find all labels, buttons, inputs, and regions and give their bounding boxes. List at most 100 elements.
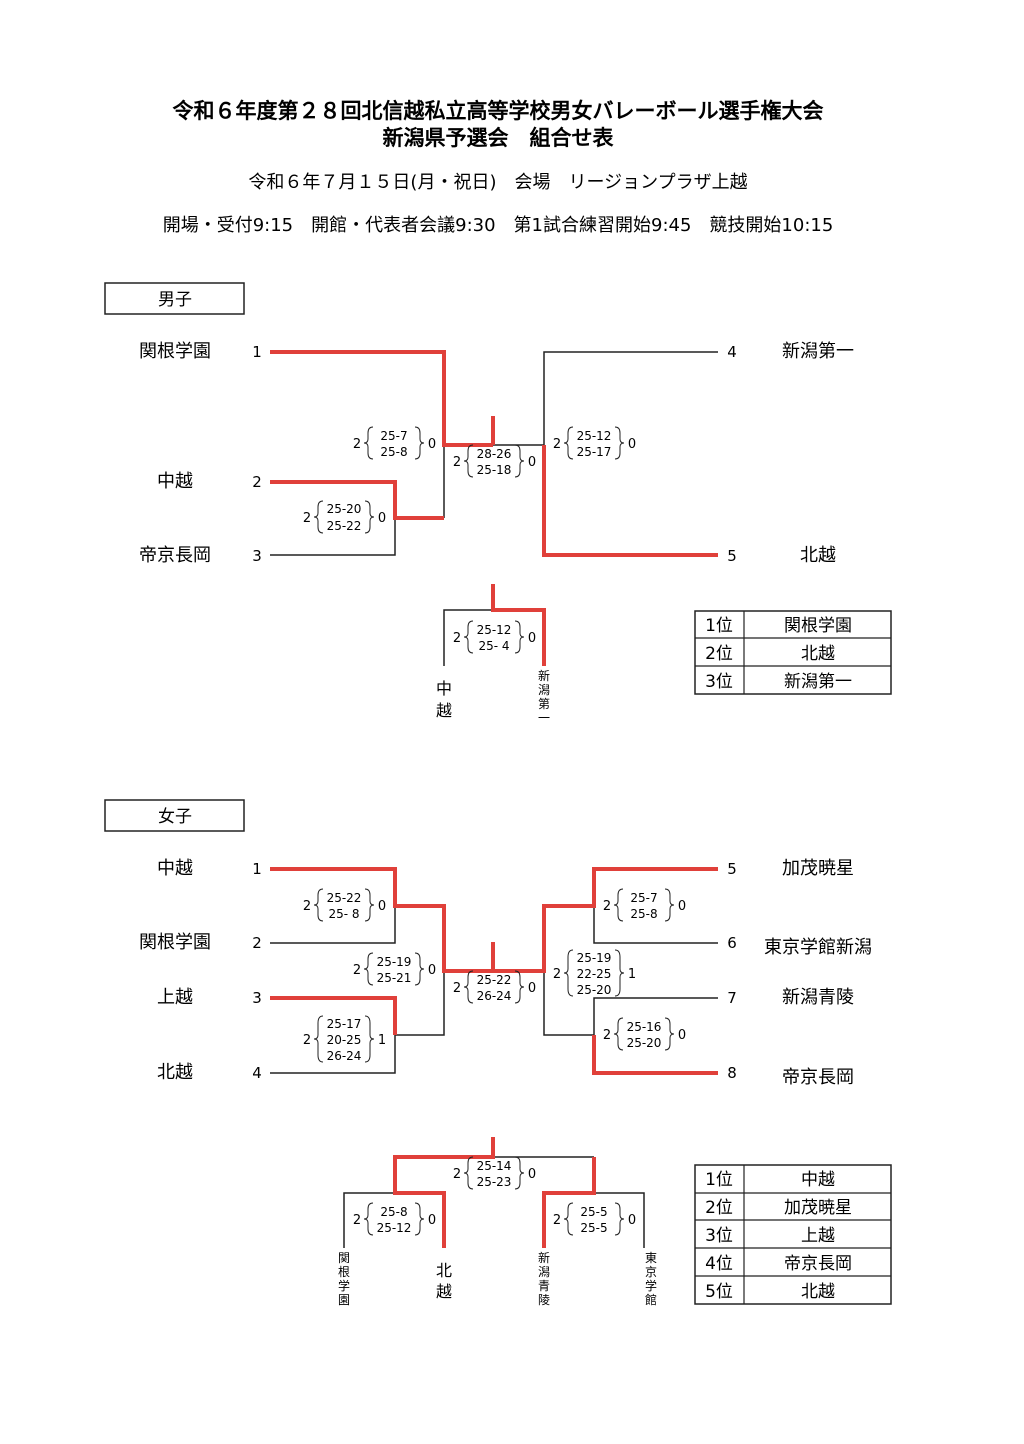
team-name: 関根学園 xyxy=(139,932,211,953)
men-bracket-lines xyxy=(270,351,718,556)
rank-cell: 5位 xyxy=(705,1282,733,1302)
svg-text:25-23: 25-23 xyxy=(477,1175,512,1189)
team-name: 中越 xyxy=(157,471,193,492)
page-title-line1: 令和６年度第２８回北信越私立高等学校男女バレーボール選手権大会 xyxy=(173,99,824,123)
svg-text:2: 2 xyxy=(303,899,311,914)
page-title-line2: 新潟県予選会 組合せ表 xyxy=(383,126,615,150)
svg-text:26-24: 26-24 xyxy=(477,989,512,1003)
men-third-place: 2 25-12 25- 4 0 中越 新潟第一 xyxy=(436,584,550,725)
vertical-team-name: 中越 xyxy=(436,679,452,720)
svg-text:25-16: 25-16 xyxy=(627,1020,662,1034)
team-number: 1 xyxy=(252,343,262,361)
score-block: 2 25-17 20-25 26-24 1 xyxy=(303,1015,386,1063)
svg-text:25-8: 25-8 xyxy=(380,1205,407,1219)
svg-text:1: 1 xyxy=(378,1033,386,1048)
score-block: 2 25-12 25-17 0 xyxy=(553,426,636,460)
team-number: 2 xyxy=(252,934,262,952)
team-name: 帝京長岡 xyxy=(782,1067,854,1088)
score-block: 2 25-7 25-8 0 xyxy=(353,426,436,460)
team-cell: 新潟第一 xyxy=(784,672,852,692)
svg-text:2: 2 xyxy=(353,437,361,452)
team-cell: 加茂暁星 xyxy=(784,1198,852,1218)
team-cell: 上越 xyxy=(801,1226,835,1246)
rank-cell: 3位 xyxy=(705,672,733,692)
team-name: 北越 xyxy=(157,1062,193,1083)
svg-text:0: 0 xyxy=(378,511,386,526)
women-placement-bracket: 2 25-14 25-23 0 2 25-8 25-12 0 2 25-5 25… xyxy=(338,1137,657,1307)
schedule: 開場・受付9:15 開館・代表者会議9:30 第1試合練習開始9:45 競技開始… xyxy=(163,215,834,236)
score-block: 2 25-19 25-21 0 xyxy=(353,952,436,986)
team-name: 新潟青陵 xyxy=(782,987,854,1008)
svg-text:2: 2 xyxy=(353,963,361,978)
svg-text:2: 2 xyxy=(453,1167,461,1182)
team-number: 5 xyxy=(727,547,737,565)
svg-text:0: 0 xyxy=(528,981,536,996)
score-block: 2 25-20 25-22 0 xyxy=(303,500,386,534)
rank-cell: 1位 xyxy=(705,1170,733,1190)
score-block: 2 25-14 25-23 0 xyxy=(453,1156,536,1190)
svg-text:25-5: 25-5 xyxy=(580,1221,607,1235)
svg-text:25-7: 25-7 xyxy=(380,429,407,443)
svg-text:2: 2 xyxy=(453,981,461,996)
team-name: 中越 xyxy=(157,858,193,879)
svg-text:0: 0 xyxy=(378,899,386,914)
vertical-team-name: 新潟青陵 xyxy=(538,1250,550,1307)
score-block: 2 25-5 25-5 0 xyxy=(553,1202,636,1236)
svg-text:25-17: 25-17 xyxy=(327,1017,362,1031)
men-label: 男子 xyxy=(158,290,192,310)
team-number: 3 xyxy=(252,989,262,1007)
svg-text:2: 2 xyxy=(603,899,611,914)
men-label-box xyxy=(104,282,245,315)
rank-cell: 3位 xyxy=(705,1226,733,1246)
svg-text:0: 0 xyxy=(678,899,686,914)
women-standings-table: 1位 中越 2位 加茂暁星 3位 上越 4位 帝京長岡 5位 北越 xyxy=(694,1164,892,1305)
svg-text:25- 8: 25- 8 xyxy=(328,907,359,921)
team-number: 3 xyxy=(252,547,262,565)
team-number: 4 xyxy=(727,343,737,361)
svg-text:2: 2 xyxy=(453,455,461,470)
svg-text:2: 2 xyxy=(453,631,461,646)
team-cell: 北越 xyxy=(801,1282,835,1302)
score-block: 2 25-12 25- 4 0 xyxy=(453,620,536,654)
men-standings-table: 1位 関根学園 2位 北越 3位 新潟第一 xyxy=(694,610,892,695)
score-block: 2 25-22 26-24 0 xyxy=(453,970,536,1004)
svg-text:25-22: 25-22 xyxy=(327,519,362,533)
svg-text:28-26: 28-26 xyxy=(477,447,512,461)
svg-text:25-22: 25-22 xyxy=(327,891,362,905)
svg-text:0: 0 xyxy=(678,1028,686,1043)
svg-text:2: 2 xyxy=(553,1213,561,1228)
svg-text:25-19: 25-19 xyxy=(377,955,412,969)
team-name: 関根学園 xyxy=(139,341,211,362)
svg-text:25-20: 25-20 xyxy=(627,1036,662,1050)
team-number: 8 xyxy=(727,1064,737,1082)
svg-text:22-25: 22-25 xyxy=(577,967,612,981)
team-name: 上越 xyxy=(157,987,193,1008)
svg-text:25-8: 25-8 xyxy=(630,907,657,921)
svg-text:25-21: 25-21 xyxy=(377,971,412,985)
svg-text:0: 0 xyxy=(428,1213,436,1228)
rank-cell: 2位 xyxy=(705,1198,733,1218)
svg-text:0: 0 xyxy=(528,631,536,646)
team-cell: 北越 xyxy=(801,644,835,664)
score-block: 2 25-22 25- 8 0 xyxy=(303,888,386,922)
svg-text:2: 2 xyxy=(303,1033,311,1048)
women-label-box xyxy=(104,799,245,832)
svg-text:25-20: 25-20 xyxy=(577,983,612,997)
svg-text:25-19: 25-19 xyxy=(577,951,612,965)
team-number: 5 xyxy=(727,860,737,878)
vertical-team-name: 新潟第一 xyxy=(538,668,550,725)
team-cell: 帝京長岡 xyxy=(784,1254,852,1274)
team-name: 北越 xyxy=(800,545,836,566)
date-venue: 令和６年７月１５日(月・祝日) 会場 リージョンプラザ上越 xyxy=(248,172,747,193)
women-section: 女子 中越 1 関根学園 2 上越 3 北越 4 5 加茂暁星 6 東京学館新潟… xyxy=(104,799,892,1307)
rank-cell: 2位 xyxy=(705,644,733,664)
svg-text:25-5: 25-5 xyxy=(580,1205,607,1219)
svg-text:2: 2 xyxy=(303,511,311,526)
team-name: 新潟第一 xyxy=(782,341,854,362)
svg-text:25-12: 25-12 xyxy=(477,623,512,637)
svg-text:2: 2 xyxy=(603,1028,611,1043)
team-cell: 関根学園 xyxy=(784,616,852,636)
score-block: 2 25-19 22-25 25-20 1 xyxy=(553,949,636,997)
svg-text:25-18: 25-18 xyxy=(477,463,512,477)
